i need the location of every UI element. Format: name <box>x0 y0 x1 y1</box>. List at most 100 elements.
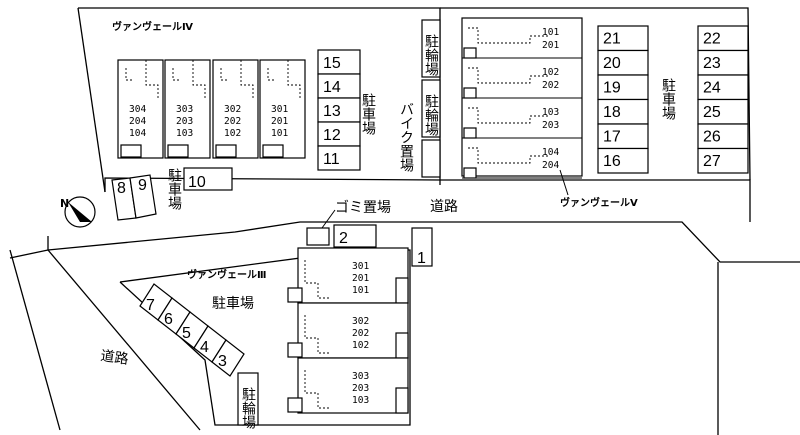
parking-space-3: 3 <box>211 339 245 377</box>
room-number: 303 <box>176 104 193 115</box>
building-v-name: ヴァンヴェールⅤ <box>560 196 638 209</box>
svg-text:203: 203 <box>352 383 369 394</box>
parking-space-18: 18 <box>597 98 649 125</box>
garbage-area: ゴミ置場 <box>306 199 391 246</box>
svg-text:301: 301 <box>352 261 369 272</box>
parking-label-iii: 駐車場 <box>212 295 254 312</box>
svg-text:21: 21 <box>603 31 621 48</box>
parking-space-17: 17 <box>597 123 649 150</box>
svg-text:101: 101 <box>542 27 559 38</box>
north-arrow-icon: N <box>60 196 96 228</box>
parking-space-20: 20 <box>597 49 649 76</box>
svg-text:7: 7 <box>146 297 155 314</box>
svg-text:23: 23 <box>703 55 721 72</box>
north-label: N <box>60 197 69 210</box>
site-outline <box>9 7 800 435</box>
parking-space-25: 25 <box>697 98 749 125</box>
svg-text:203: 203 <box>542 120 559 131</box>
parking-label-v: 駐車場 <box>660 78 676 120</box>
svg-text:6: 6 <box>164 311 173 328</box>
svg-text:202: 202 <box>352 328 369 339</box>
svg-text:202: 202 <box>542 80 559 91</box>
svg-text:102: 102 <box>352 340 369 351</box>
svg-text:24: 24 <box>703 80 721 97</box>
svg-text:103: 103 <box>352 395 369 406</box>
parking-center: 2 1 <box>333 224 433 267</box>
svg-text:18: 18 <box>603 104 621 121</box>
building-iii-name: ヴァンヴェールⅢ <box>187 268 266 281</box>
parking-space-15: 15 <box>317 49 361 75</box>
svg-text:19: 19 <box>603 80 621 97</box>
svg-text:13: 13 <box>323 103 341 120</box>
road-label-left: 道路 <box>99 348 129 368</box>
room-number: 203 <box>176 116 193 127</box>
room-number: 102 <box>224 128 241 139</box>
parking-space-16: 16 <box>597 147 649 174</box>
road-label-top: 道路 <box>430 199 458 215</box>
svg-text:12: 12 <box>323 127 341 144</box>
bicycle-parking-iii: 駐輪場 <box>237 372 259 429</box>
parking-space-21: 21 <box>597 25 649 52</box>
parking-space-9: 9 <box>138 177 147 194</box>
svg-text:25: 25 <box>703 104 721 121</box>
garbage-label: ゴミ置場 <box>335 199 391 216</box>
svg-text:26: 26 <box>703 129 721 146</box>
parking-space-13: 13 <box>317 97 361 123</box>
parking-space-27: 27 <box>697 147 749 174</box>
bicycle-label-iv-2: 駐輪場 <box>423 94 439 136</box>
parking-iv-side: 8 9 10 駐車場 <box>111 167 233 221</box>
parking-space-26: 26 <box>697 123 749 150</box>
svg-text:14: 14 <box>323 79 341 96</box>
building-iv: ヴァンヴェールⅣ 3042041043032031033022021023012… <box>112 20 306 159</box>
svg-text:201: 201 <box>352 273 369 284</box>
parking-iv-column: 15 14 13 12 11 <box>317 49 361 171</box>
room-number: 101 <box>271 128 288 139</box>
parking-space-11: 11 <box>317 145 361 171</box>
room-number: 301 <box>271 104 288 115</box>
svg-text:16: 16 <box>603 153 621 170</box>
room-number: 202 <box>224 116 241 127</box>
svg-text:102: 102 <box>542 67 559 78</box>
parking-space-14: 14 <box>317 73 361 99</box>
parking-space-22: 22 <box>697 25 749 52</box>
svg-text:22: 22 <box>703 31 721 48</box>
parking-space-10: 10 <box>188 174 206 191</box>
svg-text:27: 27 <box>703 153 721 170</box>
parking-label-iv: 駐車場 <box>360 93 376 135</box>
parking-space-23: 23 <box>697 49 749 76</box>
svg-text:11: 11 <box>323 151 340 168</box>
svg-text:302: 302 <box>352 316 369 327</box>
svg-text:201: 201 <box>542 40 559 51</box>
parking-space-2: 2 <box>339 230 348 247</box>
bicycle-label-iv-1: 駐輪場 <box>423 34 439 76</box>
svg-text:103: 103 <box>542 107 559 118</box>
building-iv-name: ヴァンヴェールⅣ <box>112 20 193 33</box>
svg-text:303: 303 <box>352 371 369 382</box>
svg-text:104: 104 <box>542 147 559 158</box>
bike-label: バイク置場 <box>398 102 414 172</box>
room-number: 103 <box>176 128 193 139</box>
svg-text:101: 101 <box>352 285 369 296</box>
bicycle-label-iii: 駐輪場 <box>240 387 256 429</box>
room-number: 304 <box>129 104 146 115</box>
parking-space-1: 1 <box>417 250 426 267</box>
parking-space-8: 8 <box>117 180 126 197</box>
svg-text:4: 4 <box>200 339 209 356</box>
parking-label-iv-side: 駐車場 <box>166 168 182 210</box>
svg-text:15: 15 <box>323 55 341 72</box>
